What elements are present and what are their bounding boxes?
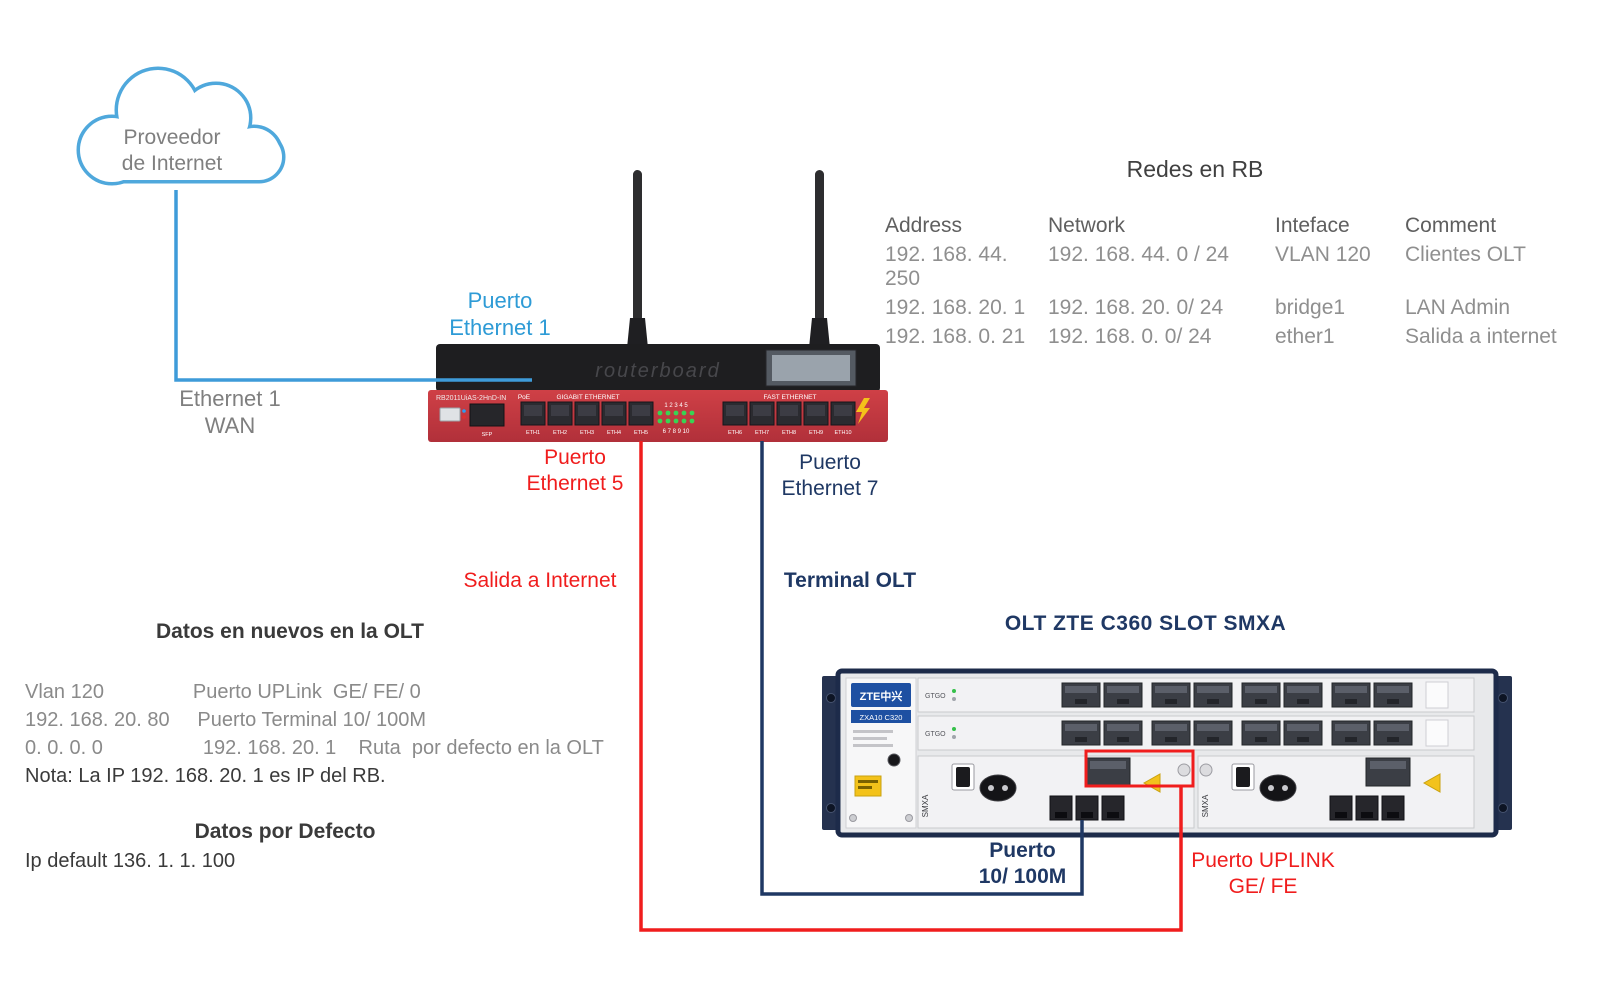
olt-info-block: Vlan 120 Puerto UPLink GE/ FE/ 0 192. 16… — [25, 678, 604, 790]
olt-info-line: 192. 168. 20. 80 Puerto Terminal 10/ 100… — [25, 709, 426, 731]
fast-ethernet-ports — [722, 401, 856, 426]
power-bolt-icon — [856, 398, 870, 424]
logo-panel: ZTE中兴 ZXA10 C320 — [845, 677, 917, 829]
eth3-label: ETH3 — [580, 430, 594, 436]
gtgo-label-1: GTGO — [925, 693, 946, 700]
rj45-port — [1329, 795, 1353, 821]
eth1-label: ETH1 — [526, 430, 540, 436]
power-connector-left — [979, 774, 1017, 802]
sfp-label: SFP — [482, 432, 493, 438]
eth2-label: ETH2 — [553, 430, 567, 436]
eth10-label: ETH10 — [834, 430, 851, 436]
gigabit-ethernet-label: GIGABIT ETHERNET — [556, 394, 619, 401]
cell-inteface: bridge1 — [1275, 296, 1346, 319]
cell-network: 192. 168. 20. 0/ 24 — [1048, 296, 1224, 319]
olt-info-line: Vlan 120 Puerto UPLink GE/ FE/ 0 — [25, 681, 421, 703]
cell-network: 192. 168. 44. 0 / 24 — [1048, 243, 1229, 266]
gigabit-ports — [520, 401, 654, 426]
mikrotik-router: routerboard RB2011UiAS-2HnD-IN PoE GIGAB… — [428, 170, 888, 442]
poe-label: PoE — [518, 394, 531, 401]
cell-comment: LAN Admin — [1405, 296, 1511, 319]
zte-model-text: ZXA10 C320 — [860, 713, 903, 722]
label-puerto-uplink: Puerto UPLINK GE/ FE — [1191, 849, 1335, 898]
eth9-label: ETH9 — [809, 430, 823, 436]
olt-zte-chassis: ZTE中兴 ZXA10 C320 GTGO GTGO SM — [822, 668, 1512, 838]
label-puerto-ethernet1: Puerto Ethernet 1 — [449, 288, 551, 340]
olt-title: OLT ZTE C360 SLOT SMXA — [1004, 612, 1287, 635]
olt-info-line: 0. 0. 0. 0 192. 168. 20. 1 Ruta por defe… — [25, 737, 604, 759]
label-puerto-ethernet7: Puerto Ethernet 7 — [781, 451, 879, 500]
lcd-screen — [765, 349, 857, 387]
eth5-label: ETH5 — [634, 430, 648, 436]
col-header-inteface: Inteface — [1275, 214, 1350, 237]
label-ethernet1-wan: Ethernet 1 WAN — [179, 386, 281, 438]
chassis-screw — [1199, 763, 1213, 777]
cloud-fill — [80, 70, 282, 182]
cell-comment: Clientes OLT — [1405, 243, 1526, 266]
routerboard-logo: routerboard — [595, 360, 720, 382]
label-terminal-olt: Terminal OLT — [783, 569, 917, 592]
defaults-line: Ip default 136. 1. 1. 100 — [25, 850, 236, 872]
gtgo-card-row2: GTGO — [917, 715, 1475, 751]
rj45-port — [1381, 795, 1405, 821]
cell-address: 192. 168. 20. 1 — [885, 296, 1026, 319]
fast-ethernet-label: FAST ETHERNET — [764, 394, 817, 401]
label-salida-internet: Salida a Internet — [463, 569, 617, 592]
eth8-label: ETH8 — [782, 430, 796, 436]
led-numbers-bottom: 6 7 8 9 10 — [663, 429, 690, 435]
smxa-label-right: SMXA — [1201, 794, 1210, 817]
smxa-card-right: SMXA — [1197, 755, 1475, 829]
yellow-tag-right — [1422, 773, 1441, 793]
led-numbers-top: 1 2 3 4 5 — [664, 403, 688, 409]
usb-port — [439, 407, 461, 422]
sfp-port — [469, 403, 505, 427]
label-puerto-10-100m: Puerto 10/ 100M — [978, 839, 1067, 888]
status-led-red — [462, 415, 466, 419]
rb-table-title: Redes en RB — [1126, 156, 1264, 182]
antenna-left — [627, 170, 648, 348]
cell-inteface: VLAN 120 — [1275, 243, 1371, 266]
eth6-label: ETH6 — [728, 430, 742, 436]
rj45-port — [1049, 795, 1073, 821]
defaults-title: Datos por Defecto — [194, 820, 376, 843]
internet-cloud: Proveedor de Internet — [76, 66, 286, 186]
esd-jack — [887, 753, 901, 767]
olt-info-nota: Nota: La IP 192. 168. 20. 1 es IP del RB… — [25, 765, 386, 787]
zte-brand-text: ZTE中兴 — [860, 689, 903, 703]
cell-address: 192. 168. 0. 21 — [885, 325, 1026, 348]
rj45-port — [1075, 795, 1099, 821]
cell-inteface: ether1 — [1275, 325, 1335, 348]
gtgo-label-2: GTGO — [925, 731, 946, 738]
col-header-address: Address — [885, 214, 963, 237]
col-header-network: Network — [1048, 214, 1126, 237]
rj45-port — [1355, 795, 1379, 821]
olt-info-title: Datos en nuevos en la OLT — [156, 620, 424, 643]
rb-networks-table: Address Network Inteface Comment 192. 16… — [885, 214, 1580, 349]
smxa-label-left: SMXA — [921, 794, 930, 817]
col-header-comment: Comment — [1405, 214, 1497, 237]
cell-comment: Salida a internet — [1405, 325, 1557, 348]
eth7-label: ETH7 — [755, 430, 769, 436]
status-led-blue — [462, 409, 466, 413]
cell-address: 192. 168. 44. 250 — [885, 243, 1008, 290]
gtgo-card-row1: GTGO — [917, 677, 1475, 713]
cloud-label-line2: de Internet — [122, 152, 223, 175]
eth4-label: ETH4 — [607, 430, 621, 436]
rj45-port — [1101, 795, 1125, 821]
led-panel: 1 2 3 4 5 6 7 8 9 10 — [657, 403, 695, 435]
antenna-right — [809, 170, 830, 348]
cloud-label-line1: Proveedor — [124, 126, 221, 149]
label-puerto-ethernet5: Puerto Ethernet 5 — [526, 446, 624, 495]
cell-network: 192. 168. 0. 0/ 24 — [1048, 325, 1212, 348]
power-connector-right — [1259, 774, 1297, 802]
router-model-text: RB2011UiAS-2HnD-IN — [436, 395, 506, 402]
smxa-card-left: SMXA — [917, 755, 1195, 829]
chassis-screw — [1177, 763, 1191, 777]
